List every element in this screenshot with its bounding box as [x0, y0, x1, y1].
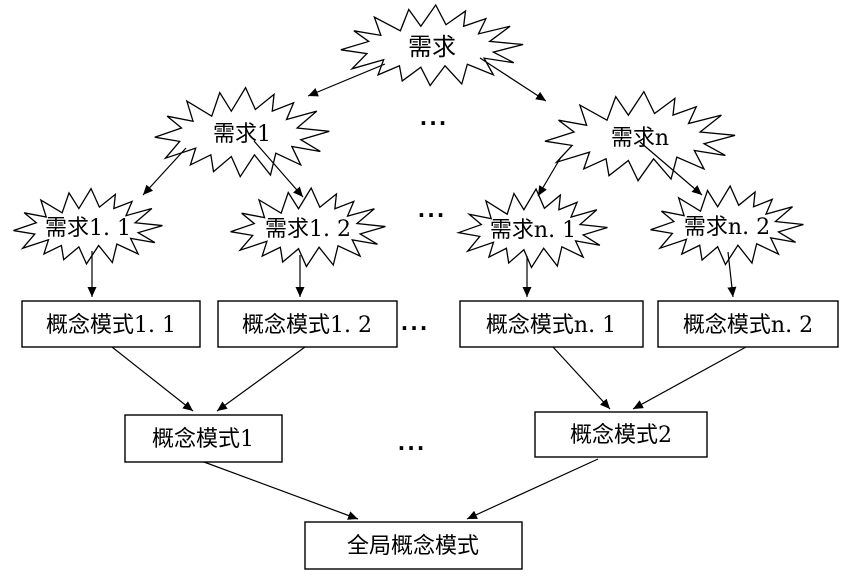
node-requirement-1-label: 需求1 — [213, 122, 271, 147]
edge-schema-1-2-to-schema-1 — [216, 346, 306, 412]
node-requirement-n: 需求n — [544, 91, 736, 182]
edge-n-to-n-1 — [537, 156, 562, 197]
ellipsis-marks: ... ... ... ... — [398, 106, 449, 455]
node-schema-1-1-label: 概念模式1. 1 — [46, 313, 176, 338]
ellipsis-level4: ... — [401, 311, 430, 335]
ellipsis-level3: ... — [418, 198, 447, 222]
node-requirement-n-1-label: 需求n. 1 — [490, 218, 576, 243]
schema-box — [657, 300, 839, 348]
schema-box — [459, 300, 644, 348]
node-schema-1-2: 概念模式1. 2 — [217, 300, 398, 348]
node-requirement-root: 需求 — [340, 4, 524, 87]
ellipsis-level5: ... — [398, 431, 427, 455]
node-schema-2-label: 概念模式2 — [570, 423, 672, 448]
schema-box — [124, 414, 283, 463]
node-requirement-n-1: 需求n. 1 — [458, 188, 608, 268]
schema-box — [21, 300, 201, 348]
ellipsis-top: ... — [420, 106, 449, 130]
node-requirement-1-2: 需求1. 2 — [230, 187, 386, 267]
edge-root-to-n — [479, 57, 547, 102]
node-requirement-n-2-label: 需求n. 2 — [684, 215, 770, 240]
node-requirement-1-2-label: 需求1. 2 — [265, 217, 351, 242]
edge-n-2-to-schema-n-2 — [727, 251, 737, 298]
edge-schema-2-to-global — [466, 458, 599, 520]
schema-box — [217, 300, 398, 348]
node-global-schema: 全局概念模式 — [304, 521, 523, 570]
schema-box — [304, 521, 523, 570]
node-schema-1: 概念模式1 — [124, 414, 283, 463]
node-requirement-root-label: 需求 — [408, 33, 456, 61]
edge-schema-1-to-global — [203, 461, 359, 520]
node-requirement-1-1: 需求1. 1 — [13, 188, 163, 265]
edge-schema-n-2-to-schema-2 — [632, 346, 747, 410]
schema-box — [534, 411, 708, 458]
node-schema-n-2-label: 概念模式n. 2 — [683, 313, 813, 338]
edge-schema-1-1-to-schema-1 — [111, 346, 194, 412]
edge-1-to-1-2 — [253, 140, 304, 198]
node-requirement-1: 需求1 — [154, 87, 330, 178]
node-schema-n-1-label: 概念模式n. 1 — [486, 313, 616, 338]
node-requirement-n-label: 需求n — [611, 126, 669, 151]
edge-n-to-n-2 — [639, 141, 703, 196]
node-schema-1-label: 概念模式1 — [152, 427, 254, 452]
edge-1-to-1-1 — [142, 147, 187, 196]
edge-schema-n-1-to-schema-2 — [552, 346, 611, 410]
node-schema-1-1: 概念模式1. 1 — [21, 300, 201, 348]
node-schema-2: 概念模式2 — [534, 411, 708, 458]
node-requirement-1-1-label: 需求1. 1 — [45, 216, 131, 241]
node-schema-1-2-label: 概念模式1. 2 — [242, 313, 372, 338]
edge-root-to-1 — [307, 63, 386, 97]
node-schema-n-1: 概念模式n. 1 — [459, 300, 644, 348]
node-requirement-n-2: 需求n. 2 — [650, 185, 804, 265]
node-schema-n-2: 概念模式n. 2 — [657, 300, 839, 348]
diagram-edges — [87, 57, 747, 520]
node-global-schema-label: 全局概念模式 — [347, 534, 479, 559]
